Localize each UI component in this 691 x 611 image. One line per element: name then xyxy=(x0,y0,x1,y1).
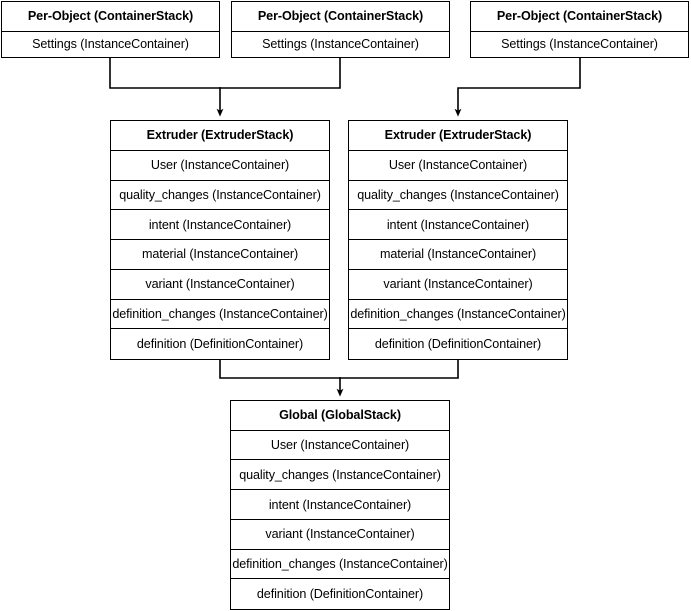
node-extruder-2-row-intent: intent (InstanceContainer) xyxy=(349,210,567,240)
node-extruder-2-row-definition: definition (DefinitionContainer) xyxy=(349,329,567,359)
node-extruder-2[interactable]: Extruder (ExtruderStack) User (InstanceC… xyxy=(348,120,568,360)
node-global-row-quality-changes: quality_changes (InstanceContainer) xyxy=(231,460,449,491)
node-per-object-1[interactable]: Per-Object (ContainerStack) Settings (In… xyxy=(1,1,220,58)
node-global-row-definition: definition (DefinitionContainer) xyxy=(231,579,449,610)
node-extruder-1-row-intent: intent (InstanceContainer) xyxy=(111,210,329,240)
node-per-object-3-row-settings: Settings (InstanceContainer) xyxy=(471,31,688,57)
node-per-object-2-header: Per-Object (ContainerStack) xyxy=(232,2,449,32)
node-per-object-1-header: Per-Object (ContainerStack) xyxy=(2,2,219,32)
node-extruder-2-row-variant: variant (InstanceContainer) xyxy=(349,269,567,300)
node-extruder-1-row-variant: variant (InstanceContainer) xyxy=(111,269,329,300)
node-global-header: Global (GlobalStack) xyxy=(231,401,449,431)
node-extruder-1[interactable]: Extruder (ExtruderStack) User (InstanceC… xyxy=(110,120,330,360)
edge-extruder-2-to-global xyxy=(339,359,459,379)
edge-perobject-3-to-extruder-2 xyxy=(454,56,581,117)
node-extruder-1-row-definition: definition (DefinitionContainer) xyxy=(111,329,329,359)
node-extruder-2-row-user: User (InstanceContainer) xyxy=(349,150,567,181)
node-extruder-1-row-user: User (InstanceContainer) xyxy=(111,150,329,181)
node-extruder-2-row-quality-changes: quality_changes (InstanceContainer) xyxy=(349,180,567,211)
node-per-object-1-row-settings: Settings (InstanceContainer) xyxy=(2,31,219,57)
node-global-row-user: User (InstanceContainer) xyxy=(231,430,449,461)
node-per-object-3-header: Per-Object (ContainerStack) xyxy=(471,2,688,32)
node-extruder-1-row-material: material (InstanceContainer) xyxy=(111,240,329,270)
node-global[interactable]: Global (GlobalStack) User (InstanceConta… xyxy=(230,400,450,610)
node-extruder-2-header: Extruder (ExtruderStack) xyxy=(349,121,567,151)
node-extruder-1-row-definition-changes: definition_changes (InstanceContainer) xyxy=(111,299,329,330)
node-extruder-1-row-quality-changes: quality_changes (InstanceContainer) xyxy=(111,180,329,211)
node-extruder-1-header: Extruder (ExtruderStack) xyxy=(111,121,329,151)
edge-extruder-1-to-global xyxy=(219,359,341,379)
node-global-row-intent: intent (InstanceContainer) xyxy=(231,490,449,520)
node-per-object-2[interactable]: Per-Object (ContainerStack) Settings (In… xyxy=(231,1,450,58)
node-extruder-2-row-material: material (InstanceContainer) xyxy=(349,240,567,270)
edge-perobject-2-to-extruder-1 xyxy=(219,56,341,89)
node-per-object-3[interactable]: Per-Object (ContainerStack) Settings (In… xyxy=(470,1,689,58)
node-extruder-2-row-definition-changes: definition_changes (InstanceContainer) xyxy=(349,299,567,330)
node-per-object-2-row-settings: Settings (InstanceContainer) xyxy=(232,31,449,57)
edge-perobject-1-to-extruder-1 xyxy=(109,56,221,89)
node-global-row-variant: variant (InstanceContainer) xyxy=(231,519,449,550)
node-global-row-definition-changes: definition_changes (InstanceContainer) xyxy=(231,549,449,580)
